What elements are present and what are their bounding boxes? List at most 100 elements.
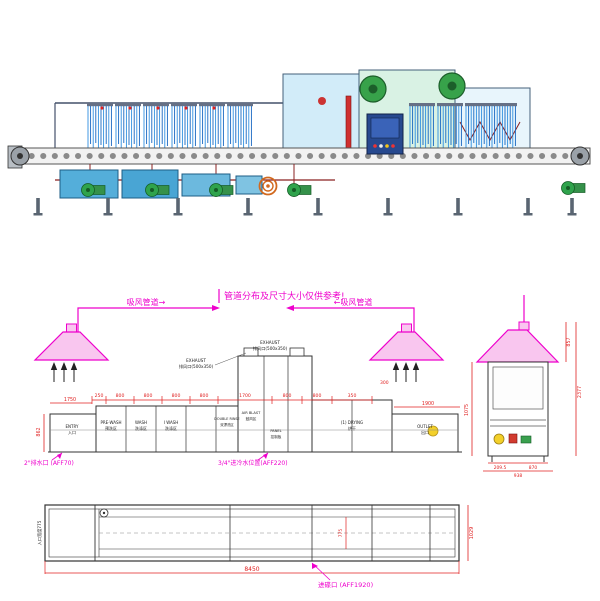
section-label: DOUBLE RINSE	[214, 417, 239, 421]
section-label: ENTRY	[66, 424, 79, 429]
svg-text:洗涤区: 洗涤区	[165, 425, 177, 431]
spray-curtain	[114, 102, 142, 150]
svg-text:出口: 出口	[421, 429, 429, 435]
leg	[453, 198, 463, 216]
spray-curtain	[86, 102, 114, 150]
airflow-arrow-icon	[70, 361, 78, 383]
section-label: PRE-WASH	[100, 420, 121, 425]
pump-icon	[81, 183, 106, 197]
nozzle-icon	[156, 106, 160, 110]
dim: 800	[313, 393, 322, 399]
dim-right-total: 1900	[422, 401, 434, 407]
drying-housing	[454, 87, 531, 151]
riser-pipe	[345, 95, 352, 151]
dim: 1700	[239, 393, 251, 399]
exhaust-note-en: EXHAUST	[260, 340, 280, 345]
machine-elevation-colored	[7, 69, 591, 216]
dim: 800	[116, 393, 125, 399]
dim-height: 862	[36, 427, 42, 436]
dish-inlet-callout: 进碟口 (AFF1920)	[318, 581, 373, 589]
airflow-arrow-icon	[402, 361, 410, 383]
exhaust-hood-right	[368, 323, 445, 361]
pump-icon	[145, 183, 170, 197]
pipe-note: 管道分布及尺寸大小仅供参考!	[224, 290, 345, 302]
section-label: AIR BLAST	[242, 411, 261, 415]
dim-plan-inner-width: 775	[338, 529, 344, 538]
arrow-icon	[312, 563, 318, 569]
dim: 350	[348, 393, 357, 399]
airflow-arrow-icon	[392, 361, 400, 383]
button-icon	[379, 144, 383, 148]
dim: 800	[283, 393, 292, 399]
leg	[243, 198, 253, 216]
pump-detail	[427, 425, 439, 437]
dim-end-total-height: 2377	[577, 386, 583, 398]
leg	[103, 198, 113, 216]
dim-ticks	[91, 396, 373, 404]
nozzle-icon	[128, 106, 132, 110]
svg-text:烘干: 烘干	[348, 425, 356, 431]
dim-end-c: 938	[514, 473, 523, 479]
svg-text:入口: 入口	[68, 430, 76, 435]
svg-text:洗涤区: 洗涤区	[135, 425, 147, 431]
exhaust-note-cn: 排风口(500x350)	[253, 345, 288, 352]
dim-end-width: 1075	[464, 404, 470, 416]
dim-exhaust-offset: 300	[380, 380, 389, 386]
exhaust-note-cn: 排风口(500x350)	[179, 363, 214, 370]
pump-icon	[561, 181, 586, 195]
dim: 800	[172, 393, 181, 399]
small-tank	[235, 175, 263, 195]
exhaust-hood-end	[475, 329, 560, 363]
button-icon	[385, 144, 389, 148]
duct-label-left: 吸风管道→	[127, 297, 166, 307]
nozzle-icon	[100, 106, 104, 110]
dim: 250	[95, 393, 104, 399]
svg-text:鼓风区: 鼓风区	[246, 416, 257, 421]
leg	[567, 198, 577, 216]
exhaust-stub	[243, 347, 259, 357]
dim-plan-length: 8450	[244, 566, 259, 573]
pump-detail	[493, 433, 505, 445]
end-view: 2377 857 1075 209.5 870 938	[464, 295, 583, 479]
exhaust-stub	[289, 347, 305, 357]
dim-left-total: 1750	[64, 397, 76, 403]
arrow-icon	[263, 453, 268, 459]
cold-water-callout: 3/4"进冷水位置(AFF220)	[218, 459, 288, 467]
section-label: PANEL	[270, 429, 281, 433]
duct-line-left	[77, 307, 212, 332]
section-label: I WASH	[164, 420, 178, 425]
svg-text:控制板: 控制板	[271, 434, 282, 439]
section-label: OUTLET	[417, 424, 433, 429]
arrow-icon	[57, 453, 62, 459]
button-icon	[391, 144, 395, 148]
spray-curtain	[170, 102, 198, 150]
leg	[33, 198, 43, 216]
spray-curtain	[198, 102, 226, 150]
button-icon	[373, 144, 377, 148]
nozzle-icon	[212, 106, 216, 110]
section-label: WASH	[135, 420, 147, 425]
exhaust-note-en: EXHAUST	[186, 358, 206, 363]
leg	[523, 198, 533, 216]
outlet-table	[391, 413, 459, 453]
duct-line-right	[294, 307, 415, 332]
tall-section	[237, 355, 313, 453]
pump-icon	[209, 183, 234, 197]
spray-curtain	[226, 102, 254, 150]
entry-table	[49, 413, 97, 453]
plan-view: 入口宽度775 775 1029 8450 进碟口 (AFF1920)	[36, 504, 475, 589]
dim-end-a: 209.5	[494, 465, 507, 471]
duct-label-right: ←吸风管道	[334, 297, 373, 307]
dim: 800	[144, 393, 153, 399]
svg-text:双漂洗区: 双漂洗区	[220, 422, 234, 427]
nozzle-icon	[184, 106, 188, 110]
leg	[173, 198, 183, 216]
leg	[313, 198, 323, 216]
airflow-arrow-icon	[50, 361, 58, 383]
valve-icon	[318, 97, 326, 105]
svg-text:预洗区: 预洗区	[105, 425, 117, 431]
pump-icon	[287, 183, 312, 197]
leg	[383, 198, 393, 216]
